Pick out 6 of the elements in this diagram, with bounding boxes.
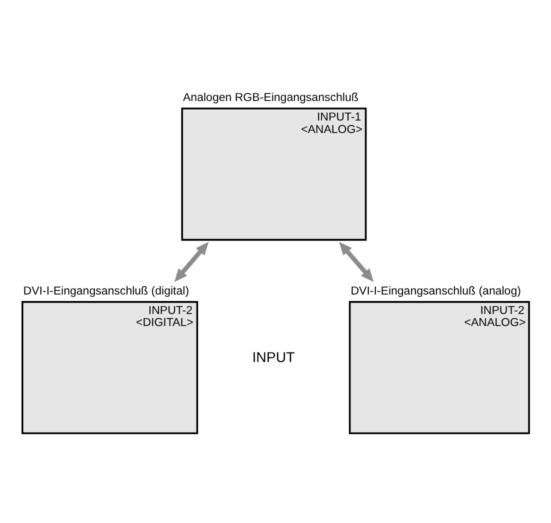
- arrow: [174, 241, 209, 282]
- arrow: [339, 241, 374, 282]
- node-label: DVI-I-Eingangsanschluß (analog): [350, 284, 521, 297]
- label: INPUT: [252, 350, 295, 366]
- node-label: Analogen RGB-Eingangsanschluß: [183, 91, 358, 104]
- node-label: DVI-I-Eingangsanschluß (digital): [23, 284, 190, 297]
